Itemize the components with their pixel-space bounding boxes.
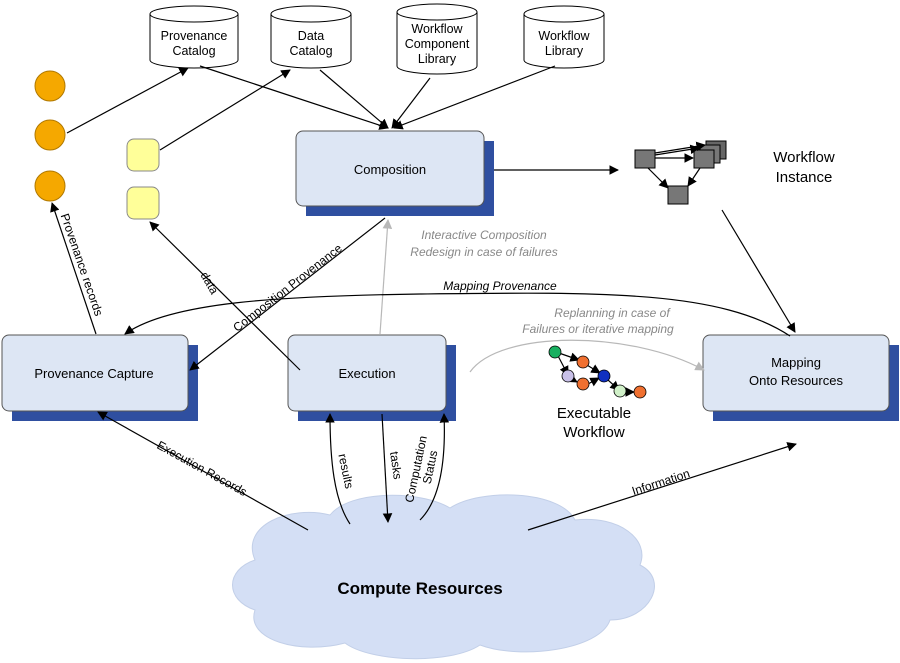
db-label: Library (418, 52, 457, 66)
arrow (381, 413, 393, 523)
provenance-record-icon (34, 70, 66, 102)
composition-box: Composition (295, 130, 494, 216)
interactive-composition-label: Redesign in case of failures (410, 245, 557, 259)
arrow (159, 69, 291, 151)
results-label: results (335, 452, 356, 489)
arrow (124, 292, 791, 337)
cloud-label: Compute Resources (337, 579, 502, 598)
workflow-instance-label: Workflow (773, 149, 835, 166)
arrow (391, 77, 431, 129)
db-label: Data (298, 29, 324, 43)
workflow-instance-graph (634, 140, 727, 205)
arrow (469, 339, 705, 373)
composition-provenance-label: Composition Provenance (230, 241, 345, 335)
information-label: Information (630, 466, 691, 498)
data-catalog-db: Data Catalog (270, 5, 352, 69)
arrow (66, 67, 189, 134)
interactive-composition-label: Interactive Composition (421, 228, 547, 242)
composition-items-icons (126, 138, 160, 220)
arrow (149, 221, 301, 371)
executable-workflow-graph (548, 345, 647, 399)
arrow (189, 217, 386, 371)
arrow (379, 219, 393, 335)
workflow-instance-label: Instance (776, 169, 833, 186)
arrow (393, 65, 556, 130)
mapping-label: Onto Resources (749, 373, 843, 388)
provenance-record-icon (34, 119, 66, 151)
workflow-component-library-db: Workflow Component Library (396, 3, 478, 75)
mapping-label: Mapping (771, 355, 821, 370)
arrow (319, 69, 389, 129)
workflow-library-db: Workflow Library (523, 5, 605, 69)
db-label: Provenance (161, 29, 228, 43)
db-label: Component (405, 37, 470, 51)
provenance-records-label: Provenance records (58, 212, 106, 318)
composition-item-icon (126, 138, 160, 172)
composition-item-icon (126, 186, 160, 220)
executable-workflow-label: Executable (557, 405, 631, 422)
provenance-records-icons (34, 70, 66, 202)
executable-workflow-label: Workflow (563, 424, 625, 441)
execution-box: Execution (287, 334, 456, 421)
db-label: Workflow (411, 22, 463, 36)
provenance-record-icon (34, 170, 66, 202)
provenance-capture-box: Provenance Capture (1, 334, 198, 421)
mapping-provenance-label: Mapping Provenance (443, 279, 557, 293)
composition-label: Composition (354, 162, 426, 177)
db-label: Workflow (538, 29, 590, 43)
db-label: Catalog (289, 44, 332, 58)
execution-label: Execution (338, 366, 395, 381)
arrow (97, 411, 309, 531)
arrow (325, 413, 351, 525)
replanning-label: Replanning in case of (554, 306, 671, 320)
arrow (721, 209, 796, 333)
provenance-capture-label: Provenance Capture (34, 366, 153, 381)
execution-records-label: Execution Records (155, 438, 250, 499)
arrow (419, 413, 450, 521)
compute-resources-cloud: Compute Resources (232, 494, 655, 660)
computation-status-label: Status (420, 449, 441, 485)
arrow (199, 65, 389, 130)
tasks-label: tasks (387, 451, 405, 481)
arrow (527, 442, 797, 531)
db-label: Library (545, 44, 584, 58)
db-label: Catalog (172, 44, 215, 58)
data-label: data (198, 269, 222, 297)
replanning-label: Failures or iterative mapping (522, 322, 674, 336)
arrow (50, 202, 97, 335)
provenance-catalog-db: Provenance Catalog (149, 5, 239, 69)
mapping-box: Mapping Onto Resources (702, 334, 899, 421)
